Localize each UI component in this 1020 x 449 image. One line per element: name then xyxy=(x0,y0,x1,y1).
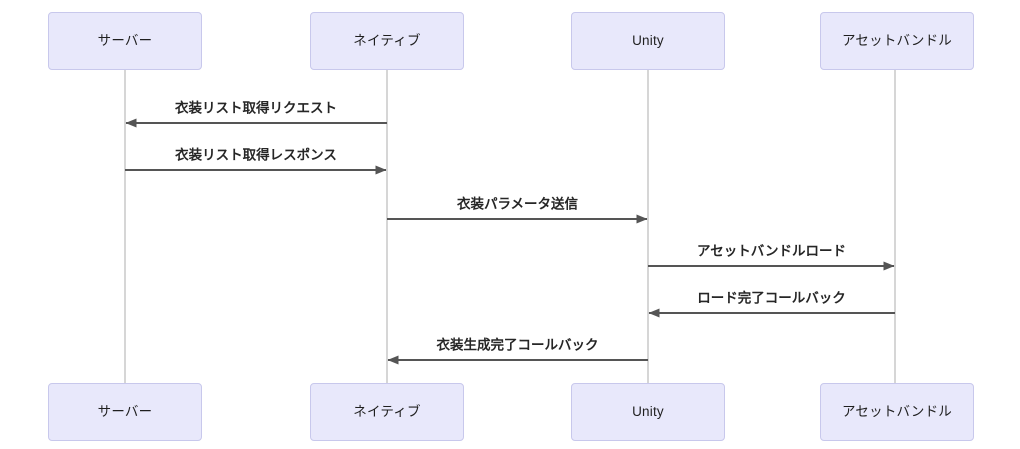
message-label-6: 衣装生成完了コールバック xyxy=(436,337,599,353)
participant-box-unity-bottom[interactable]: Unity xyxy=(571,383,725,441)
participant-label-server: サーバー xyxy=(97,33,153,49)
participant-label-unity: Unity xyxy=(632,33,664,49)
participant-box-server-bottom[interactable]: サーバー xyxy=(48,383,202,441)
participant-box-native-top[interactable]: ネイティブ xyxy=(310,12,464,70)
lifelines-group xyxy=(124,70,896,383)
message-label-3: 衣装パラメータ送信 xyxy=(456,196,579,212)
participant-label-native: ネイティブ xyxy=(353,33,421,49)
message-label-4: アセットバンドルロード xyxy=(697,243,846,259)
participant-box-unity-top[interactable]: Unity xyxy=(571,12,725,70)
participant-label-assetbundle: アセットバンドル xyxy=(841,404,952,420)
message-arrows-group xyxy=(125,118,895,365)
participant-label-native: ネイティブ xyxy=(353,404,421,420)
participant-box-server-top[interactable]: サーバー xyxy=(48,12,202,70)
participant-label-server: サーバー xyxy=(97,404,153,420)
message-label-2: 衣装リスト取得レスポンス xyxy=(175,147,337,163)
message-label-5: ロード完了コールバック xyxy=(697,290,846,306)
participant-label-unity: Unity xyxy=(632,404,664,420)
participant-box-assetbundle-top[interactable]: アセットバンドル xyxy=(820,12,974,70)
participant-box-native-bottom[interactable]: ネイティブ xyxy=(310,383,464,441)
message-label-1: 衣装リスト取得リクエスト xyxy=(175,100,337,116)
participant-box-assetbundle-bottom[interactable]: アセットバンドル xyxy=(820,383,974,441)
participant-label-assetbundle: アセットバンドル xyxy=(841,33,952,49)
